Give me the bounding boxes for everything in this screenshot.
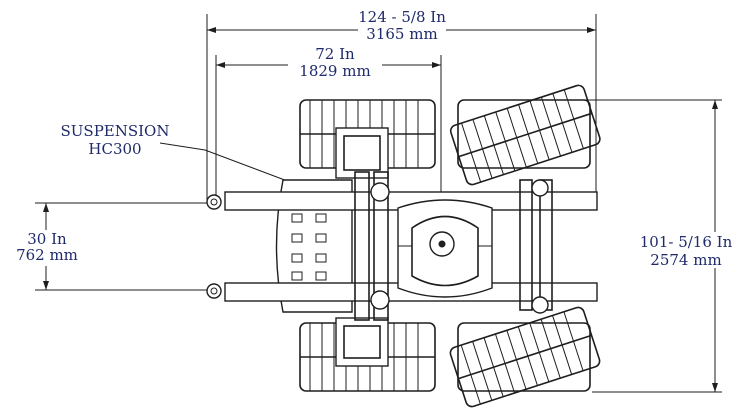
suspension-label-line2: HC300 [88, 140, 141, 158]
overall-length-metric: 2574 mm [650, 251, 721, 269]
overall-width-metric: 3165 mm [366, 25, 437, 43]
right-top-track [449, 84, 601, 186]
left-top-track [299, 99, 436, 179]
chassis-frame [206, 171, 598, 321]
wheelbase-metric: 1829 mm [299, 62, 370, 80]
wheelbase-imperial: 72 In [315, 45, 355, 63]
suspension-label-line1: SUSPENSION [61, 122, 170, 140]
overall-width-imperial: 124 - 5/8 In [358, 8, 446, 26]
left-bottom-track [299, 317, 436, 392]
overall-length-imperial: 101- 5/16 In [640, 233, 733, 251]
frame-width-imperial: 30 In [27, 230, 67, 248]
dimension-labels: 124 - 5/8 In 3165 mm 72 In 1829 mm 101- … [8, 8, 739, 269]
frame-width-metric: 762 mm [16, 246, 78, 264]
right-bottom-track [449, 306, 601, 408]
